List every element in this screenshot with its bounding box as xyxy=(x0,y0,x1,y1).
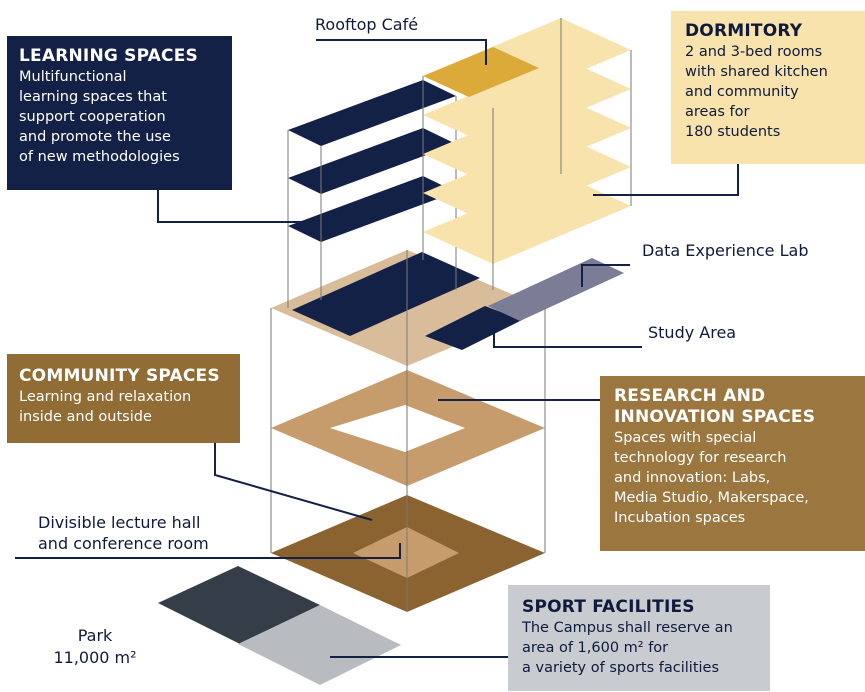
dormitory-line-2: with shared kitchen xyxy=(685,64,828,80)
rooftop-cafe-label: Rooftop Café xyxy=(315,15,419,34)
learning-floor-1 xyxy=(288,176,456,242)
sport-facilities-box: SPORT FACILITIES The Campus shall reserv… xyxy=(508,585,770,691)
dorm-floor-4 xyxy=(423,57,631,147)
lecture-hall-inner xyxy=(353,527,459,578)
study-area-label: Study Area xyxy=(648,323,737,342)
sport-facilities-line-3: a variety of sports facilities xyxy=(522,660,720,676)
learning-spaces-box: LEARNING SPACES Multifunctional learning… xyxy=(7,36,232,190)
data-experience-lab-label: Data Experience Lab xyxy=(642,241,809,260)
dormitory-title: DORMITORY xyxy=(685,21,803,41)
lecture-hall-label-line-1: Divisible lecture hall xyxy=(38,513,201,532)
study-area-plate xyxy=(425,306,522,350)
leader-rooftop-cafe xyxy=(316,39,487,65)
research-innovation-box: RESEARCH AND INNOVATION SPACES Spaces wi… xyxy=(600,376,865,551)
research-floor-ring xyxy=(271,370,545,486)
dorm-tower-outline xyxy=(422,18,632,290)
research-line-1: Spaces with special xyxy=(614,430,757,446)
learning-floor-2 xyxy=(288,128,456,194)
lower-building-outline xyxy=(270,250,546,612)
learning-floor-3 xyxy=(288,80,456,146)
dormitory-line-1: 2 and 3-bed rooms xyxy=(685,44,823,60)
park-area-grey xyxy=(238,605,401,685)
learning-floor-plate xyxy=(292,252,480,336)
community-spaces-title: COMMUNITY SPACES xyxy=(19,366,220,386)
data-lab-plate xyxy=(488,258,624,321)
research-title-line-1: RESEARCH AND xyxy=(614,386,766,406)
research-line-2: technology for research xyxy=(614,450,787,466)
park-label-line-2: 11,000 m² xyxy=(53,648,137,667)
research-line-4: Media Studio, Makerspace, xyxy=(614,490,809,506)
leader-lines xyxy=(15,39,739,658)
learning-spaces-line-5: of new methodologies xyxy=(19,149,180,165)
learning-spaces-line-1: Multifunctional xyxy=(19,69,127,85)
leader-study-area xyxy=(493,329,642,348)
sport-facilities-line-2: area of 1,600 m² for xyxy=(522,640,669,656)
learning-spaces-line-2: learning spaces that xyxy=(19,89,167,105)
community-spaces-line-2: inside and outside xyxy=(19,409,152,425)
learning-spaces-title: LEARNING SPACES xyxy=(19,46,198,66)
rooftop-cafe-plate xyxy=(423,47,539,97)
leader-learning-spaces xyxy=(157,190,305,223)
dorm-floor-2 xyxy=(423,135,631,225)
park-ground xyxy=(158,566,401,685)
dormitory-box: DORMITORY 2 and 3-bed rooms with shared … xyxy=(671,11,865,164)
leader-data-lab xyxy=(581,264,630,287)
learning-spaces-line-3: support cooperation xyxy=(19,109,166,125)
sport-facilities-title: SPORT FACILITIES xyxy=(522,597,695,617)
dormitory-line-3: and community xyxy=(685,84,799,100)
leader-dormitory xyxy=(593,163,739,196)
dorm-floor-3 xyxy=(423,96,631,186)
lecture-hall-label-line-2: and conference room xyxy=(38,534,209,553)
research-line-3: and innovation: Labs, xyxy=(614,470,771,486)
community-spaces-line-1: Learning and relaxation xyxy=(19,389,192,405)
learning-spaces-line-4: and promote the use xyxy=(19,129,171,145)
research-title-line-2: INNOVATION SPACES xyxy=(614,407,816,427)
leader-community xyxy=(214,443,373,521)
research-line-5: Incubation spaces xyxy=(614,510,746,526)
community-spaces-box: COMMUNITY SPACES Learning and relaxation… xyxy=(7,354,240,443)
dorm-floor-1 xyxy=(423,174,631,264)
park-label-line-1: Park xyxy=(77,626,113,645)
dormitory-line-5: 180 students xyxy=(685,124,781,140)
sport-facilities-line-1: The Campus shall reserve an xyxy=(522,620,733,636)
leader-lecture-hall xyxy=(15,543,401,559)
dormitory-line-4: areas for xyxy=(685,104,750,120)
